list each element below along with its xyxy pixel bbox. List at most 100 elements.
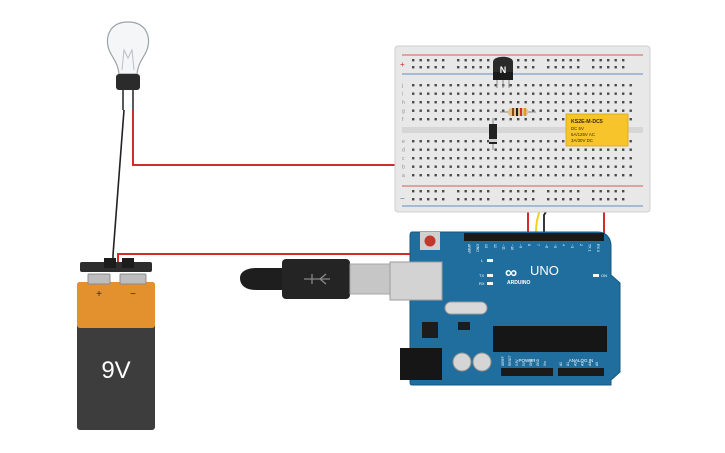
breadboard-hole <box>517 101 520 104</box>
digital-pin-label: GND <box>476 244 480 252</box>
breadboard-hole <box>472 109 475 112</box>
transistor-label: N <box>500 65 507 75</box>
breadboard-hole <box>584 165 587 168</box>
breadboard-hole <box>442 109 445 112</box>
rail-hole <box>592 59 595 62</box>
rail-hole <box>592 198 595 201</box>
breadboard-hole <box>577 148 580 151</box>
breadboard-hole <box>614 109 617 112</box>
breadboard-hole <box>622 109 625 112</box>
breadboard-hole <box>442 101 445 104</box>
relay-line-1: DC 5V <box>571 126 584 131</box>
usb-symbol-icon <box>304 273 330 285</box>
rail-hole <box>434 59 437 62</box>
rail-hole <box>434 198 437 201</box>
battery-plus-label: + <box>96 289 102 300</box>
power-pin-label: GND <box>529 358 533 366</box>
breadboard-hole <box>442 140 445 143</box>
breadboard-hole <box>464 118 467 121</box>
usb-cable[interactable] <box>240 259 391 299</box>
breadboard-hole <box>472 84 475 87</box>
diode[interactable] <box>489 118 497 150</box>
breadboard-hole <box>629 148 632 151</box>
breadboard-hole <box>614 101 617 104</box>
breadboard-hole <box>412 92 415 95</box>
relay[interactable]: KS2E-M-DC5 DC 5V 5A/125V AC 3A/30V DC <box>565 113 629 147</box>
analog-pin-label: A0 <box>559 362 563 366</box>
relay-body <box>565 113 629 147</box>
breadboard-hole <box>599 101 602 104</box>
breadboard-hole <box>449 118 452 121</box>
breadboard-hole <box>472 174 475 177</box>
breadboard-hole <box>472 118 475 121</box>
breadboard-hole <box>457 157 460 160</box>
breadboard-hole <box>412 118 415 121</box>
breadboard-hole <box>569 157 572 160</box>
npn-transistor[interactable]: N <box>493 56 513 88</box>
rail-hole <box>472 190 475 193</box>
breadboard-hole <box>494 165 497 168</box>
rail-hole <box>547 66 550 69</box>
breadboard-hole <box>524 84 527 87</box>
breadboard-hole <box>457 109 460 112</box>
rail-hole <box>472 66 475 69</box>
breadboard-hole <box>449 165 452 168</box>
breadboard-hole <box>532 165 535 168</box>
rail-hole <box>592 190 595 193</box>
led-rx-label: RX <box>479 281 485 286</box>
rail-hole <box>487 190 490 193</box>
relay-model: KS2E-M-DC5 <box>571 119 603 125</box>
battery-9v[interactable]: + − 9V <box>77 258 155 430</box>
rail-hole <box>532 59 535 62</box>
breadboard-hole <box>479 140 482 143</box>
breadboard-hole <box>614 165 617 168</box>
reset-button[interactable] <box>424 235 436 247</box>
power-pin-label: GND <box>536 358 540 366</box>
breadboard-hole <box>479 84 482 87</box>
breadboard-hole <box>562 157 565 160</box>
led-l <box>487 259 493 262</box>
breadboard-hole <box>509 92 512 95</box>
breadboard-hole <box>502 109 505 112</box>
breadboard-hole <box>547 118 550 121</box>
rail-hole <box>562 198 565 201</box>
breadboard-hole <box>449 140 452 143</box>
rail-hole <box>457 66 460 69</box>
crystal-oscillator <box>444 301 488 315</box>
breadboard-hole <box>434 140 437 143</box>
breadboard-row-letter: h <box>402 100 405 106</box>
breadboard-hole <box>419 101 422 104</box>
relay-line-3: 3A/30V DC <box>571 138 593 143</box>
digital-pin-label: ~11 <box>501 244 505 250</box>
wire-black-bulb-to-battery[interactable] <box>112 109 125 262</box>
breadboard-hole <box>419 109 422 112</box>
breadboard-hole <box>464 165 467 168</box>
breadboard-hole <box>464 148 467 151</box>
light-bulb[interactable] <box>106 21 150 110</box>
breadboard-hole <box>569 174 572 177</box>
battery-snap-left <box>104 258 116 268</box>
breadboard-hole <box>472 140 475 143</box>
breadboard-hole <box>554 157 557 160</box>
rail-hole <box>419 198 422 201</box>
breadboard-hole <box>599 148 602 151</box>
rail-hole <box>577 59 580 62</box>
power-jack <box>400 348 442 380</box>
analog-section-label: ANALOG IN <box>569 358 594 363</box>
resistor[interactable] <box>500 108 536 116</box>
breadboard-hole <box>584 109 587 112</box>
breadboard-hole <box>487 109 490 112</box>
breadboard-hole <box>427 84 430 87</box>
breadboard-hole <box>532 92 535 95</box>
breadboard-hole <box>629 165 632 168</box>
breadboard-hole <box>622 92 625 95</box>
rail-hole <box>614 198 617 201</box>
breadboard-hole <box>427 101 430 104</box>
breadboard-hole <box>599 92 602 95</box>
wire-red-battery-to-breadboard[interactable] <box>117 178 605 262</box>
breadboard-hole <box>554 118 557 121</box>
rail-hole <box>532 66 535 69</box>
